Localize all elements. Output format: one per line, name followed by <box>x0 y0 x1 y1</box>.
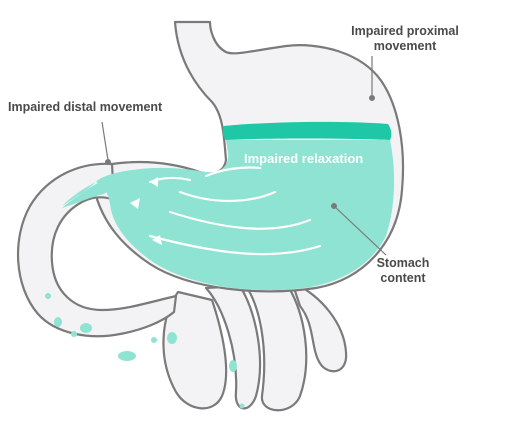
movement-arrows <box>148 166 322 256</box>
label-impaired-relaxation: Impaired relaxation <box>244 151 364 166</box>
arrowhead-2-icon <box>130 198 140 209</box>
duodenum-content <box>62 172 120 208</box>
label-proximal-line2: movement <box>373 39 437 53</box>
intestines <box>162 274 348 412</box>
label-proximal-line1: Impaired proximal <box>351 24 459 38</box>
label-content-line1: Stomach <box>376 256 430 270</box>
arrow-1-icon <box>178 190 277 203</box>
arrow-2-icon <box>168 210 312 230</box>
leader-lines <box>101 56 387 256</box>
stomach-content <box>62 140 395 291</box>
arrow-5-icon <box>204 166 262 178</box>
arrow-3-icon <box>148 234 322 256</box>
content-top-layer <box>222 121 392 140</box>
arrowhead-3-icon <box>152 235 162 245</box>
label-content-line2: content <box>380 271 426 285</box>
arrowhead-1-icon <box>150 177 158 187</box>
label-impaired-proximal-movement: Impaired proximal movement <box>340 24 470 54</box>
label-impaired-distal-movement: Impaired distal movement <box>8 100 163 114</box>
label-stomach-content: Stomach content <box>360 256 446 286</box>
content-particles <box>45 293 245 409</box>
duodenum <box>16 162 178 338</box>
